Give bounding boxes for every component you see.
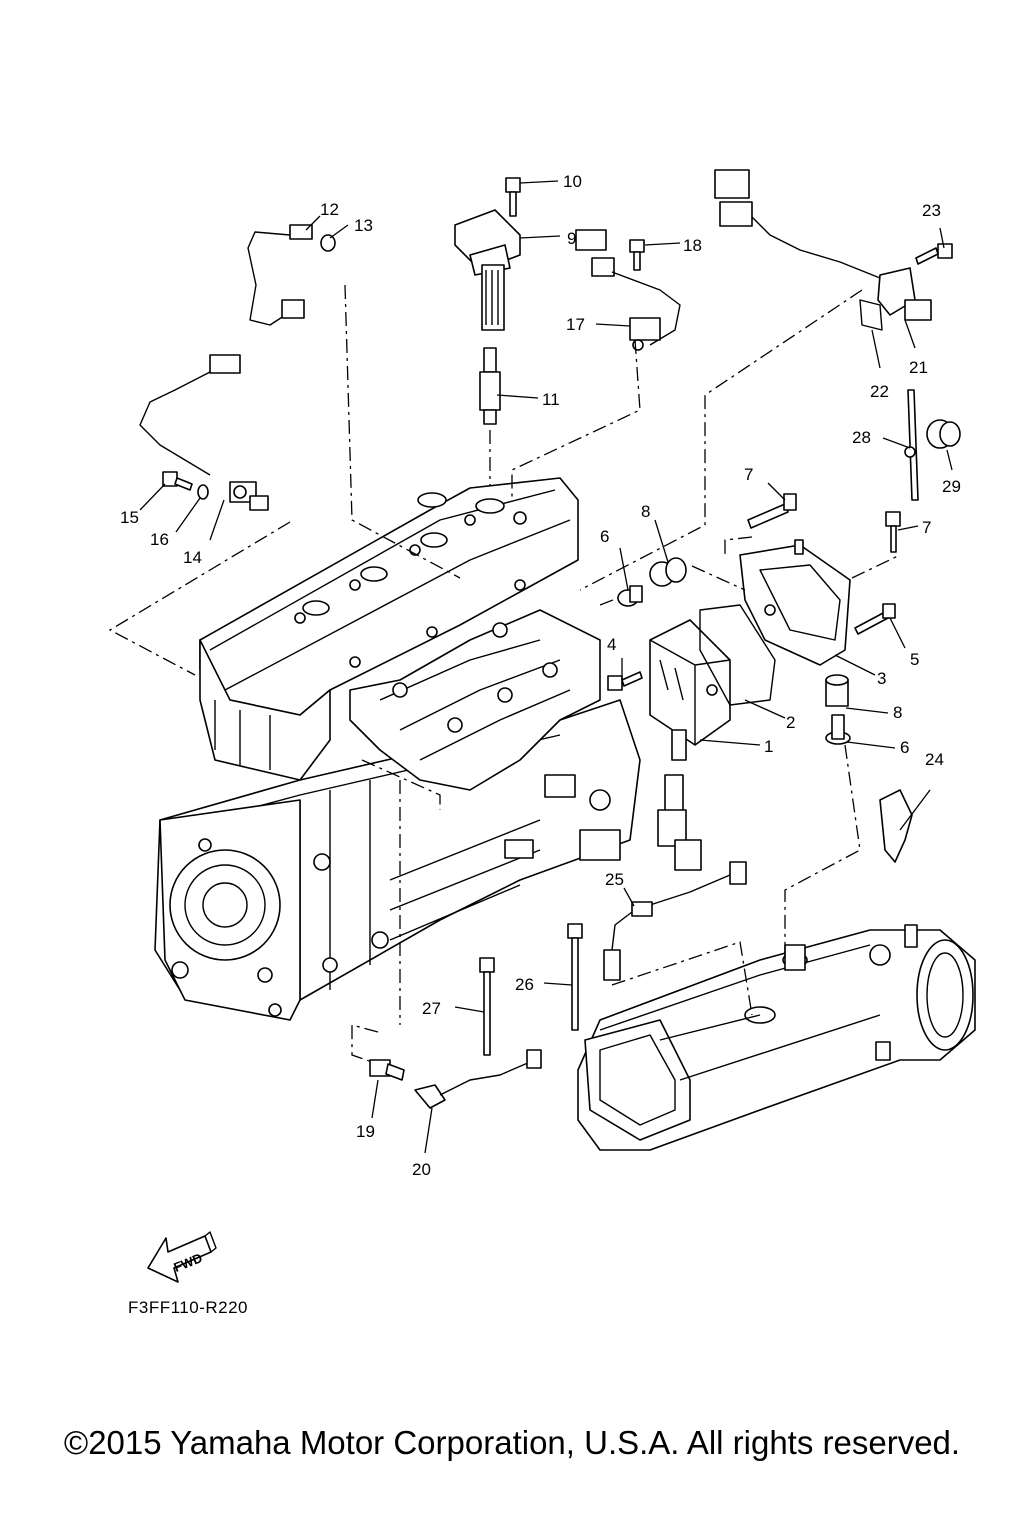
part-bolt-4: [607, 671, 643, 691]
part-gasket-16: [197, 484, 209, 500]
callout-7-upper: 7: [744, 465, 753, 484]
assembly-lines: [108, 284, 901, 1063]
callout-9: 9: [567, 229, 576, 248]
callout-18: 18: [683, 236, 702, 255]
callout-28: 28: [852, 428, 871, 447]
callout-12: 12: [320, 200, 339, 219]
part-collar-lower: [825, 714, 851, 745]
part-clamp: [879, 789, 913, 863]
part-cable-tie-27: [479, 957, 495, 1056]
part-ecu: [649, 619, 731, 871]
callout-29: 29: [942, 477, 961, 496]
part-bracket: [739, 539, 851, 666]
part-grommet-29: [926, 419, 961, 449]
callout-21: 21: [909, 358, 928, 377]
part-grommet-lower: [825, 674, 849, 707]
fwd-arrow-icon: FWD: [147, 1231, 217, 1283]
part-bolt-23: [915, 243, 953, 265]
part-wire-harness: [714, 169, 881, 279]
callout-11: 11: [542, 390, 560, 409]
callout-19: 19: [356, 1122, 375, 1141]
callout-15: 15: [120, 508, 139, 527]
part-cable-tie-26: [567, 923, 583, 1031]
part-gasket-2: [699, 604, 776, 706]
callout-16: 16: [150, 530, 169, 549]
part-bolt-18: [629, 239, 645, 271]
part-spark-plug: [479, 347, 501, 425]
callout-22: 22: [870, 382, 889, 401]
part-collar-upper: [617, 585, 643, 607]
part-knock-sensor: [414, 1049, 542, 1109]
callout-6-lower: 6: [900, 738, 909, 757]
callout-labels: 1 2 3 4 5 6 6 7 7 8 8 9 10 11 12 13 14 1…: [120, 172, 961, 1179]
callout-8-upper: 8: [641, 502, 650, 521]
part-gasket-22: [859, 299, 883, 331]
part-bolt-10: [505, 177, 521, 217]
callout-17: 17: [566, 315, 585, 334]
part-bolt-7-right: [885, 511, 901, 553]
part-sensor-25: [603, 861, 747, 981]
callout-5: 5: [910, 650, 919, 669]
copyright-notice: ©2015 Yamaha Motor Corporation, U.S.A. A…: [63, 1424, 961, 1461]
part-pressure-sensor: [369, 1059, 405, 1081]
part-sensor-21: [877, 267, 932, 321]
part-bolt-5: [854, 603, 896, 635]
callout-26: 26: [515, 975, 534, 994]
callout-6-upper: 6: [600, 527, 609, 546]
callout-23: 23: [922, 201, 941, 220]
part-temp-sensor-12: [247, 224, 313, 326]
callout-8-lower: 8: [893, 703, 902, 722]
callout-2: 2: [786, 713, 795, 732]
callout-14: 14: [183, 548, 202, 567]
part-bolt-15: [162, 471, 193, 491]
part-sensor-14: [139, 354, 269, 511]
diagram-code: F3FF110-R220: [128, 1298, 249, 1317]
callout-25: 25: [605, 870, 624, 889]
exhaust-pipe: [577, 924, 976, 1151]
callout-1: 1: [764, 737, 773, 756]
part-bolt-7-upper: [747, 493, 797, 529]
callout-7-right: 7: [922, 518, 931, 537]
part-grommet-upper: [649, 557, 687, 587]
callout-3: 3: [877, 669, 886, 688]
part-gasket-13: [320, 234, 336, 252]
callout-10: 10: [563, 172, 582, 191]
part-ignition-coil: [454, 209, 521, 331]
callout-24: 24: [925, 750, 944, 769]
part-holder-28: [904, 389, 919, 501]
callout-27: 27: [422, 999, 441, 1018]
callout-20: 20: [412, 1160, 431, 1179]
callout-4: 4: [607, 635, 616, 654]
engine-block: [154, 477, 641, 1021]
part-sensor-17: [575, 229, 681, 351]
callout-13: 13: [354, 216, 373, 235]
leader-lines: [139, 180, 953, 1154]
